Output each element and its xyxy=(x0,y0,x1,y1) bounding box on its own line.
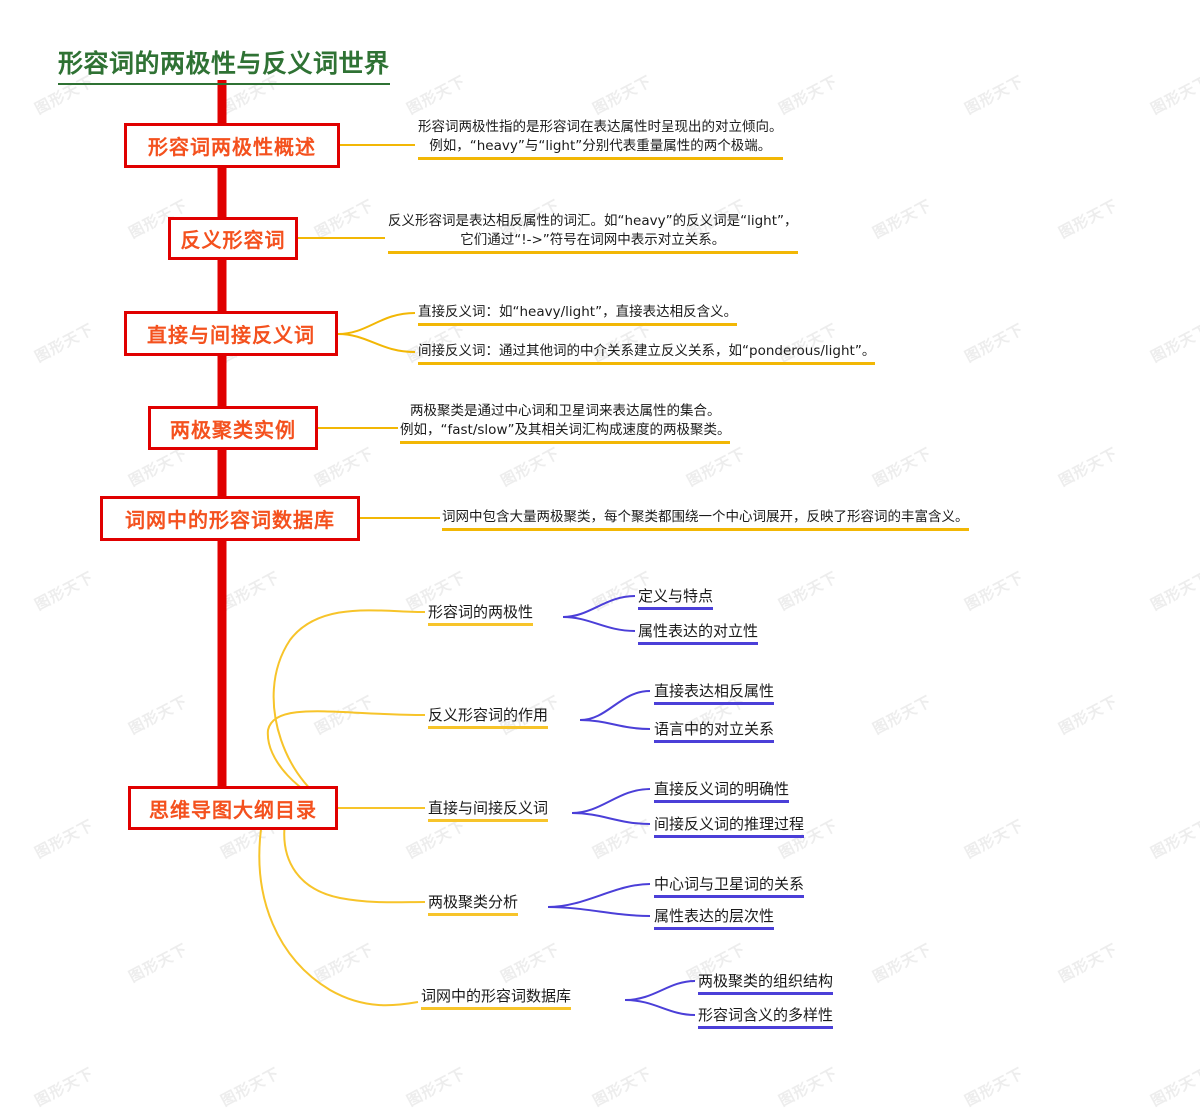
leaf-fork-3a xyxy=(571,788,651,814)
outline-branch-3[interactable]: 直接与间接反义词 xyxy=(428,797,549,822)
outline-leaf-3-2[interactable]: 间接反义词的推理过程 xyxy=(654,813,805,838)
leaf-fork-5a xyxy=(624,980,696,1001)
main-node-label: 直接与间接反义词 xyxy=(147,323,315,347)
outline-leaf-1-1[interactable]: 定义与特点 xyxy=(638,585,714,610)
branch-curve-5 xyxy=(258,821,419,1007)
leaf-fork-2a xyxy=(579,690,651,721)
main-node-5[interactable]: 词网中的形容词数据库 xyxy=(100,496,360,541)
outline-leaf-5-2[interactable]: 形容词含义的多样性 xyxy=(698,1004,834,1029)
description-5: 词网中包含大量两极聚类，每个聚类都围绕一个中心词展开，反映了形容词的丰富含义。 xyxy=(442,508,969,531)
outline-leaf-4-2[interactable]: 属性表达的层次性 xyxy=(654,905,775,930)
description-1: 形容词两极性指的是形容词在表达属性时呈现出的对立倾向。 例如，“heavy”与“… xyxy=(418,118,783,160)
main-node-3[interactable]: 直接与间接反义词 xyxy=(124,311,338,356)
description-line: 词网中包含大量两极聚类，每个聚类都围绕一个中心词展开，反映了形容词的丰富含义。 xyxy=(442,509,969,525)
description-3b: 间接反义词：通过其他词的中介关系建立反义关系，如“ponderous/light… xyxy=(418,342,876,365)
connector-node-3a xyxy=(337,312,416,335)
page-title: 形容词的两极性与反义词世界 xyxy=(58,44,390,85)
leaf-fork-1a xyxy=(562,595,636,618)
branch-curve-4 xyxy=(283,821,426,904)
description-line: 例如，“heavy”与“light”分别代表重量属性的两个极端。 xyxy=(429,138,772,154)
outline-branch-1[interactable]: 形容词的两极性 xyxy=(428,601,534,626)
description-line: 例如，“fast/slow”及其相关词汇构成速度的两极聚类。 xyxy=(400,422,731,438)
outline-leaf-2-1[interactable]: 直接表达相反属性 xyxy=(654,680,775,705)
mindmap-canvas: 图形天下图形天下图形天下图形天下图形天下图形天下图形天下图形天下图形天下图形天下… xyxy=(0,44,1200,1110)
outline-branch-2[interactable]: 反义形容词的作用 xyxy=(428,704,549,729)
description-line: 反义形容词是表达相反属性的词汇。如“heavy”的反义词是“light”， xyxy=(388,213,798,229)
leaf-fork-4a xyxy=(547,883,651,908)
main-node-2[interactable]: 反义形容词 xyxy=(168,217,298,260)
leaf-fork-3b xyxy=(571,812,651,825)
leaf-fork-1b xyxy=(562,616,636,632)
outline-root-node[interactable]: 思维导图大纲目录 xyxy=(128,786,338,830)
outline-branch-5[interactable]: 词网中的形容词数据库 xyxy=(421,985,572,1010)
description-2: 反义形容词是表达相反属性的词汇。如“heavy”的反义词是“light”， 它们… xyxy=(388,212,798,254)
outline-leaf-3-1[interactable]: 直接反义词的明确性 xyxy=(654,778,790,803)
main-node-label: 反义形容词 xyxy=(180,228,286,252)
main-node-label: 两极聚类实例 xyxy=(170,417,296,442)
description-3a: 直接反义词：如“heavy/light”，直接表达相反含义。 xyxy=(418,303,738,326)
main-node-4[interactable]: 两极聚类实例 xyxy=(148,406,318,450)
branch-curve-1 xyxy=(272,609,426,809)
description-line: 形容词两极性指的是形容词在表达属性时呈现出的对立倾向。 xyxy=(418,119,783,135)
main-node-1[interactable]: 形容词两极性概述 xyxy=(124,123,340,168)
description-4: 两极聚类是通过中心词和卫星词来表达属性的集合。 例如，“fast/slow”及其… xyxy=(400,402,731,444)
leaf-fork-5b xyxy=(624,999,696,1016)
outline-leaf-5-1[interactable]: 两极聚类的组织结构 xyxy=(698,970,834,995)
outline-branch-4[interactable]: 两极聚类分析 xyxy=(428,891,519,916)
description-line: 间接反义词：通过其他词的中介关系建立反义关系，如“ponderous/light… xyxy=(418,343,876,359)
description-line: 它们通过“!->”符号在词网中表示对立关系。 xyxy=(460,232,726,248)
description-line: 两极聚类是通过中心词和卫星词来表达属性的集合。 xyxy=(409,403,721,419)
leaf-fork-2b xyxy=(579,719,651,730)
description-line: 直接反义词：如“heavy/light”，直接表达相反含义。 xyxy=(418,304,738,320)
main-node-label: 词网中的形容词数据库 xyxy=(125,508,335,532)
main-node-label: 形容词两极性概述 xyxy=(148,135,316,159)
leaf-fork-4b xyxy=(547,906,651,917)
outline-leaf-4-1[interactable]: 中心词与卫星词的关系 xyxy=(654,873,805,898)
connector-node-3b xyxy=(337,333,416,353)
main-node-label: 思维导图大纲目录 xyxy=(149,797,317,822)
outline-leaf-1-2[interactable]: 属性表达的对立性 xyxy=(638,620,759,645)
outline-leaf-2-2[interactable]: 语言中的对立关系 xyxy=(654,718,775,743)
